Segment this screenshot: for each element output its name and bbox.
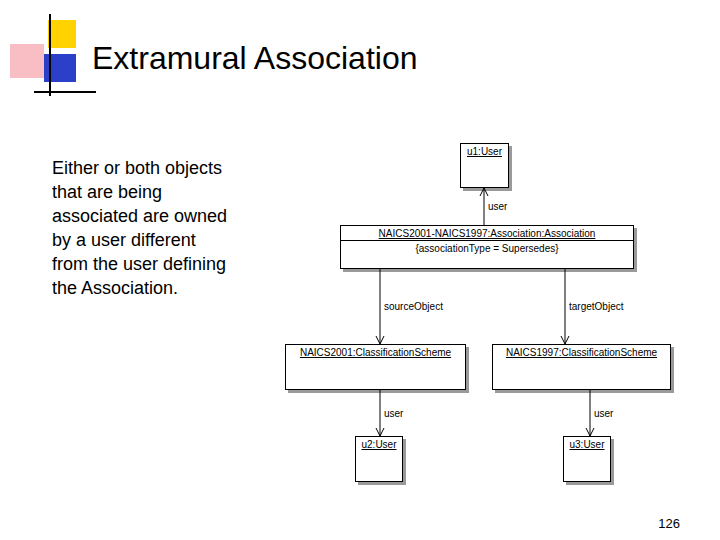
association-line — [565, 269, 566, 344]
role-label: sourceObject — [383, 301, 444, 312]
vertical-rule — [49, 14, 51, 96]
association-line — [484, 188, 485, 225]
uml-object-box: NAICS2001-NAICS1997:Association:Associat… — [340, 225, 634, 269]
slide-title: Extramural Association — [92, 40, 417, 77]
yellow-square — [48, 20, 76, 48]
open-arrowhead — [480, 188, 488, 196]
role-label: user — [593, 408, 614, 419]
object-name: u2:User — [356, 437, 402, 451]
uml-object-box: NAICS1997:ClassificationScheme — [492, 344, 671, 390]
red-square — [10, 44, 44, 78]
object-name: u3:User — [564, 437, 610, 451]
uml-object-box: u2:User — [355, 436, 403, 482]
blue-square — [44, 54, 76, 82]
object-name: NAICS2001-NAICS1997:Association:Associat… — [341, 226, 633, 241]
association-line — [590, 390, 591, 436]
role-label: user — [383, 408, 404, 419]
role-label: user — [487, 201, 508, 212]
association-line — [380, 269, 381, 344]
attribute-value: {associationType = Supersedes} — [341, 241, 633, 256]
association-line — [380, 390, 381, 436]
uml-object-box: u1:User — [460, 143, 509, 188]
open-arrowhead — [586, 428, 594, 436]
open-arrowhead — [376, 336, 384, 344]
body-text: Either or both objects that are being as… — [52, 156, 230, 300]
uml-object-box: NAICS2001:ClassificationScheme — [285, 344, 466, 390]
object-name: NAICS2001:ClassificationScheme — [286, 345, 465, 359]
uml-object-box: u3:User — [563, 436, 611, 482]
open-arrowhead — [561, 336, 569, 344]
open-arrowhead — [376, 428, 384, 436]
role-label: targetObject — [568, 301, 624, 312]
object-name: NAICS1997:ClassificationScheme — [493, 345, 670, 359]
object-name: u1:User — [461, 144, 508, 158]
page-number: 126 — [640, 516, 680, 531]
horizontal-rule — [34, 91, 96, 93]
